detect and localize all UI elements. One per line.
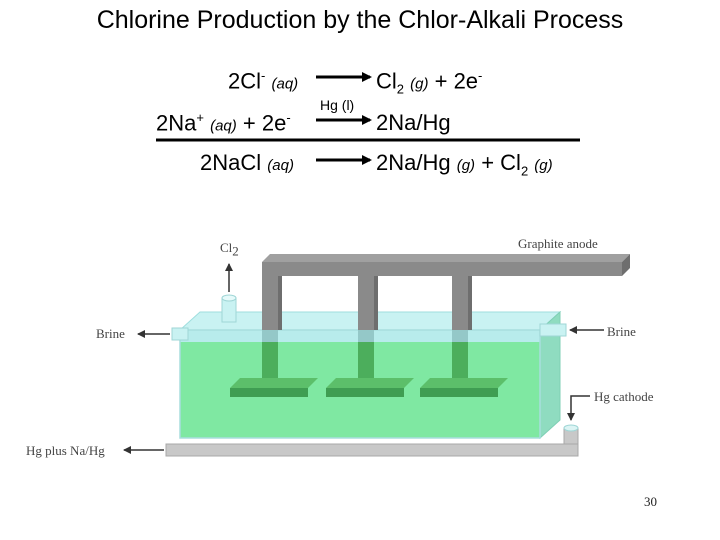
cl2-label-text: Cl bbox=[220, 240, 233, 255]
page-title: Chlorine Production by the Chlor-Alkali … bbox=[96, 6, 624, 34]
eq2-left-electron-charge: - bbox=[286, 110, 291, 125]
equation-3-right: 2Na/Hg (g) + Cl2 (g) bbox=[376, 150, 553, 178]
page-number: 30 bbox=[644, 494, 657, 509]
equation-1-right: Cl2 (g) + 2e- bbox=[376, 68, 482, 97]
eq2-right-formula: 2Na/Hg bbox=[376, 110, 451, 135]
brine-inlet-pipe bbox=[539, 323, 567, 337]
eq3-left-phase: (aq) bbox=[267, 157, 294, 174]
eq1-left-formula: 2Cl bbox=[228, 68, 262, 94]
cl2-label-subscript: 2 bbox=[232, 243, 239, 259]
eq1-right-electrons: + 2e bbox=[434, 68, 479, 94]
eq2-left-phase: (aq) bbox=[210, 117, 237, 135]
hg-plus-amalgam-label: Hg plus Na/Hg bbox=[26, 443, 105, 458]
hg-cathode-arrow bbox=[567, 395, 590, 421]
hg-cathode-label: Hg cathode bbox=[594, 389, 654, 404]
eq3-right-phase-2: (g) bbox=[534, 157, 553, 174]
eq2-left-charge: + bbox=[196, 110, 204, 125]
graphite-anode bbox=[230, 254, 630, 397]
eq3-right-subscript: 2 bbox=[520, 163, 529, 179]
equation-3-left: 2NaCl (aq) bbox=[200, 150, 294, 176]
eq2-arrow-label: Hg (l) bbox=[320, 97, 355, 113]
brine-out-label: Brine bbox=[96, 326, 125, 341]
eq3-left-formula: 2NaCl bbox=[200, 150, 262, 175]
eq3-right-formula: 2Na/Hg bbox=[376, 150, 451, 175]
brine-in-label: Brine bbox=[607, 324, 636, 339]
eq1-right-charge: - bbox=[478, 68, 483, 83]
eq2-left-formula: 2Na bbox=[156, 110, 197, 136]
equation-1-left: 2Cl- (aq) bbox=[228, 68, 298, 94]
equation-2-right: 2Na/Hg bbox=[376, 110, 451, 136]
hg-outlet-pipe bbox=[165, 443, 579, 457]
eq1-right-formula: Cl bbox=[376, 68, 397, 94]
equation-2-left: 2Na+ (aq) + 2e- bbox=[156, 110, 291, 136]
eq3-right-chlorine: + Cl bbox=[481, 150, 521, 175]
graphite-anode-label: Graphite anode bbox=[518, 236, 598, 251]
brine-outlet-pipe bbox=[171, 327, 189, 341]
cl2-label: Cl2 bbox=[220, 240, 239, 260]
eq2-left-electrons: + 2e bbox=[242, 110, 287, 136]
eq1-right-phase: (g) bbox=[410, 75, 429, 93]
eq1-right-subscript: 2 bbox=[396, 81, 405, 97]
eq3-right-phase: (g) bbox=[456, 157, 476, 174]
eq1-left-phase: (aq) bbox=[271, 75, 299, 93]
cl2-outlet-pipe bbox=[221, 297, 237, 323]
eq1-left-charge: - bbox=[261, 68, 266, 83]
